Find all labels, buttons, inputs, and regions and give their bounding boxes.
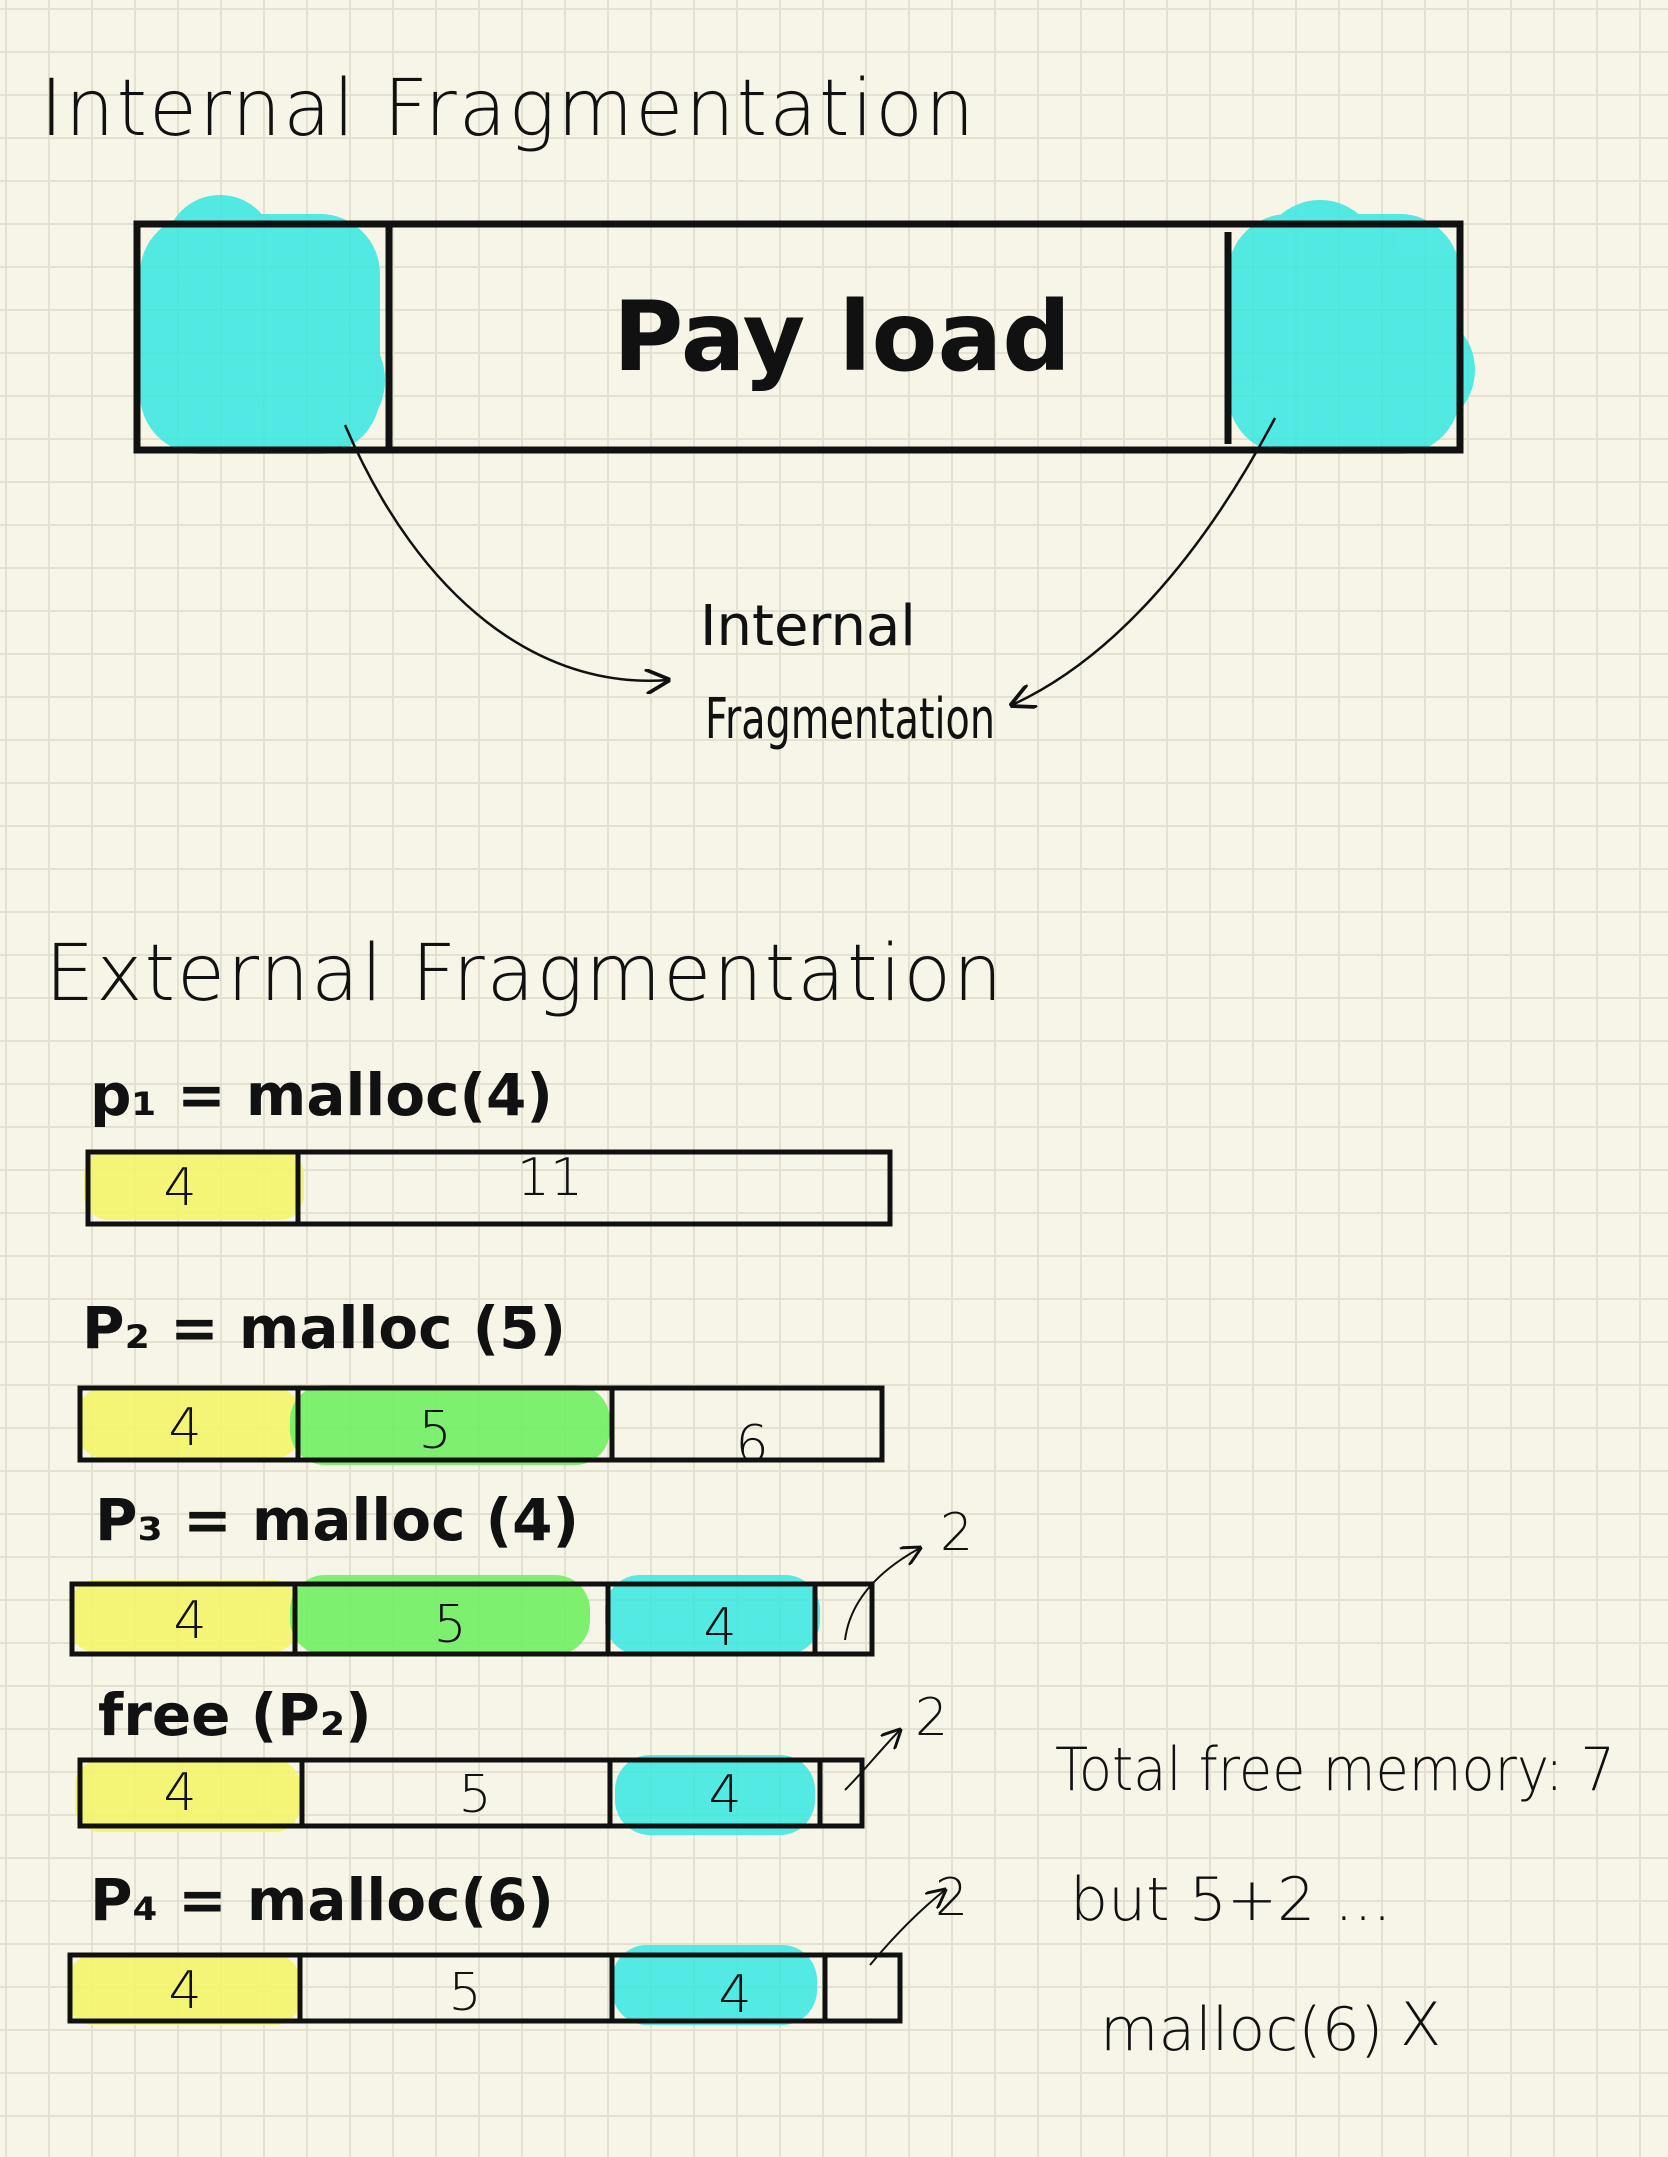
- step2-block: [77, 1385, 885, 1463]
- step4-cell-4a: 4: [163, 1763, 196, 1823]
- internal-padding-left-highlight: [140, 195, 385, 454]
- step1-label: p₁ = malloc(4): [90, 1061, 553, 1129]
- internal-block: [133, 220, 1464, 454]
- step3-block: [69, 1581, 875, 1657]
- step5-highlight-4b: [612, 1945, 817, 2025]
- step2-highlight-5: [290, 1385, 610, 1465]
- step3-cell-5: 5: [433, 1595, 466, 1655]
- step1-cell-4: 4: [163, 1158, 196, 1218]
- step5-highlight-4a: [68, 1955, 300, 2025]
- internal-caption-line2: Fragmentation: [705, 687, 995, 752]
- step4-label: free (P₂): [98, 1681, 372, 1749]
- internal-caption-line1: Internal: [700, 594, 916, 659]
- arrow-left-to-caption: [343, 424, 668, 681]
- step5-cell-4b: 4: [718, 1965, 751, 2025]
- step2-highlight-4: [78, 1388, 300, 1458]
- step5-block: [67, 1952, 903, 2024]
- step3-label: P₃ = malloc (4): [95, 1486, 579, 1554]
- note-line3: malloc(6): [1100, 1995, 1383, 2065]
- arrow-right-to-caption: [1012, 417, 1277, 705]
- step1-block: [85, 1149, 893, 1227]
- step4-leftover-label: 2: [915, 1688, 948, 1748]
- step1-highlight-4: [84, 1150, 304, 1220]
- step4-block: [77, 1757, 865, 1829]
- step4-leftover-arrow: [844, 1730, 900, 1791]
- step4-highlight-4b: [615, 1755, 815, 1835]
- step5-label: P₄ = malloc(6): [90, 1866, 554, 1934]
- payload-label: Pay load: [613, 281, 1071, 393]
- note-line1: Total free memory: 7: [1055, 1735, 1615, 1805]
- step5-cell-5: 5: [448, 1963, 481, 2023]
- step5-leftover-arrow: [869, 1890, 945, 1966]
- step2-cell-6: 6: [735, 1415, 768, 1475]
- step3-cell-4a: 4: [173, 1591, 206, 1651]
- external-title: External Fragmentation: [45, 929, 1004, 1019]
- step3-leftover-arrow: [844, 1548, 920, 1641]
- step4-cell-4b: 4: [708, 1765, 741, 1825]
- step1-cell-11: 11: [517, 1148, 583, 1208]
- step2-cell-5: 5: [418, 1401, 451, 1461]
- step4-highlight-4a: [75, 1760, 300, 1832]
- step4-cell-5: 5: [458, 1765, 491, 1825]
- step2-label: P₂ = malloc (5): [82, 1294, 566, 1362]
- step3-highlight-4b: [605, 1575, 820, 1655]
- internal-padding-right-highlight: [1228, 200, 1475, 454]
- step3-leftover-label: 2: [940, 1503, 973, 1563]
- step3-highlight-5: [290, 1575, 590, 1655]
- step5-cell-4a: 4: [168, 1961, 201, 2021]
- note-mark: X: [1400, 1990, 1441, 2060]
- step2-cell-4: 4: [168, 1398, 201, 1458]
- step3-cell-4b: 4: [703, 1598, 736, 1658]
- step5-leftover-label: 2: [935, 1868, 968, 1928]
- step3-highlight-4a: [70, 1580, 298, 1652]
- note-line2: but 5+2 ...: [1070, 1865, 1392, 1935]
- internal-title: Internal Fragmentation: [40, 64, 976, 154]
